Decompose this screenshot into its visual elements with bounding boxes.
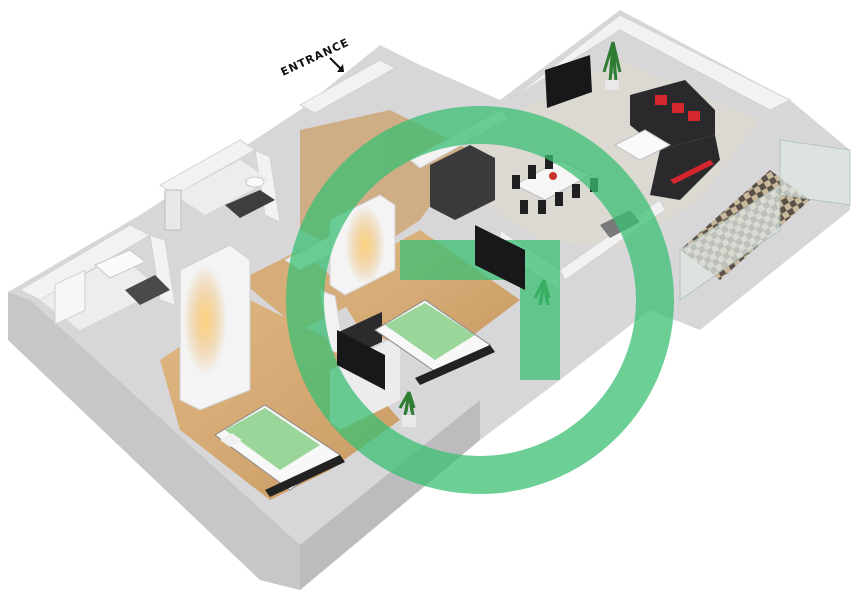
entrance-marker: ENTRANCE: [279, 36, 352, 79]
bedroom-2-tv: bayut: [475, 225, 525, 290]
bedroom-1-tv: bayut: [337, 330, 385, 390]
living-sofa: [630, 80, 720, 200]
entrance-label: ENTRANCE: [279, 36, 352, 79]
bedroom-2-bed: [374, 299, 495, 385]
entrance-arrow-icon: [337, 64, 344, 72]
living-plant: [602, 41, 622, 90]
wardrobe-bedroom-2: [329, 194, 396, 296]
coffee-table: [613, 129, 672, 161]
bedroom-1-bed: [214, 404, 345, 497]
living-tv: bayut: [545, 55, 592, 108]
wardrobe-bedroom-1: [179, 244, 251, 411]
bathroom-1: [40, 249, 170, 330]
bathroom-2: [164, 160, 275, 231]
balcony-railing: [679, 139, 851, 301]
bedroom-1-plant: [398, 391, 416, 427]
